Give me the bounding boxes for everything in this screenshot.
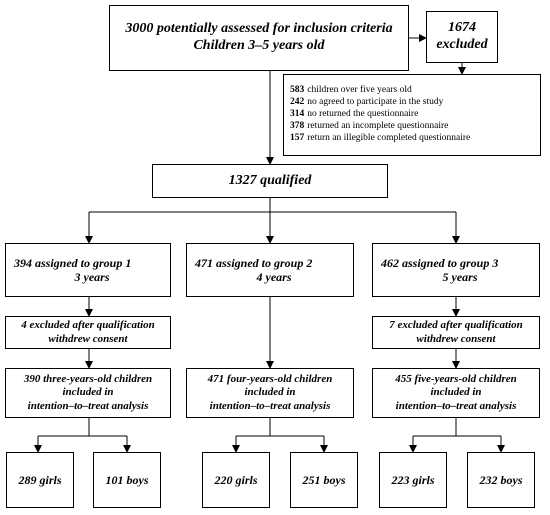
group1-assigned-box: 394 assigned to group 1 3 years — [5, 243, 171, 297]
assessed-box: 3000 potentially assessed for inclusion … — [109, 5, 409, 71]
group2-boys-box: 251 boys — [290, 452, 358, 508]
excluded-count: 1674 — [448, 20, 476, 36]
excluded-count-box: 1674 excluded — [426, 11, 498, 63]
group3-included-box: 455 five-years-old children included in … — [372, 368, 540, 418]
group2-girls-box: 220 girls — [202, 452, 270, 508]
group2-included-box: 471 four-years-old children included in … — [186, 368, 354, 418]
assessed-line1: 3000 potentially assessed for inclusion … — [125, 21, 393, 37]
group1-boys-box: 101 boys — [93, 452, 161, 508]
assessed-line2: Children 3–5 years old — [193, 38, 325, 53]
qualified-box: 1327 qualified — [152, 164, 388, 198]
group3-assigned-box: 462 assigned to group 3 5 years — [372, 243, 540, 297]
group1-excluded-box: 4 excluded after qualification withdrew … — [5, 316, 171, 349]
group1-girls-box: 289 girls — [6, 452, 74, 508]
group3-girls-box: 223 girls — [379, 452, 447, 508]
group3-excluded-box: 7 excluded after qualification withdrew … — [372, 316, 540, 349]
group2-assigned-box: 471 assigned to group 2 4 years — [186, 243, 354, 297]
qualified-label: 1327 qualified — [228, 172, 312, 188]
group3-boys-box: 232 boys — [467, 452, 535, 508]
group1-included-box: 390 three-years-old children included in… — [5, 368, 171, 418]
excluded-label: excluded — [436, 37, 488, 52]
